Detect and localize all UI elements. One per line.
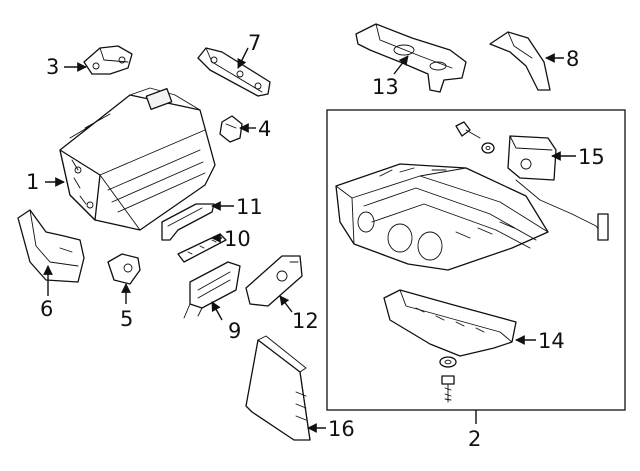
part-16-module[interactable] [245,335,311,441]
callout-14: 14 [538,329,565,353]
part-1-inverter[interactable] [59,87,216,231]
bolt-with-washer[interactable] [455,121,495,154]
callout-10: 10 [224,227,251,251]
part-14-cover-plate[interactable] [383,289,517,357]
callout-16: 16 [328,417,355,441]
callout-13-leader [393,55,409,75]
callout-7: 7 [248,31,261,55]
callout-8: 8 [566,47,579,71]
callout-15: 15 [578,145,605,169]
part-4-clip[interactable] [219,115,243,143]
callout-5: 5 [120,307,133,331]
part-11-bracket[interactable] [161,203,215,241]
part-13-bracket[interactable] [355,23,467,93]
part-12-cover[interactable] [245,255,303,307]
part-15-sensor[interactable] [507,135,609,241]
callout-12: 12 [292,309,319,333]
part-2-assembly[interactable] [335,163,549,271]
part-6-bracket[interactable] [17,209,85,283]
callout-1: 1 [26,170,39,194]
callout-13: 13 [372,75,399,99]
part-9-connector[interactable] [183,261,241,319]
part-7-bracket[interactable] [197,47,271,97]
part-3-bracket[interactable] [83,45,133,75]
part-5-bracket[interactable] [107,253,141,285]
callout-9-leader [211,301,223,321]
bottom-washer-bolt[interactable] [439,356,457,403]
callout-6: 6 [40,297,53,321]
callout-11: 11 [236,195,263,219]
callout-2: 2 [468,427,481,451]
callout-4: 4 [258,117,271,141]
callout-9: 9 [228,319,241,343]
callout-12-leader [279,295,293,313]
callout-3: 3 [46,55,59,79]
callout-7-leader [237,47,249,69]
part-8-bracket[interactable] [489,31,551,91]
